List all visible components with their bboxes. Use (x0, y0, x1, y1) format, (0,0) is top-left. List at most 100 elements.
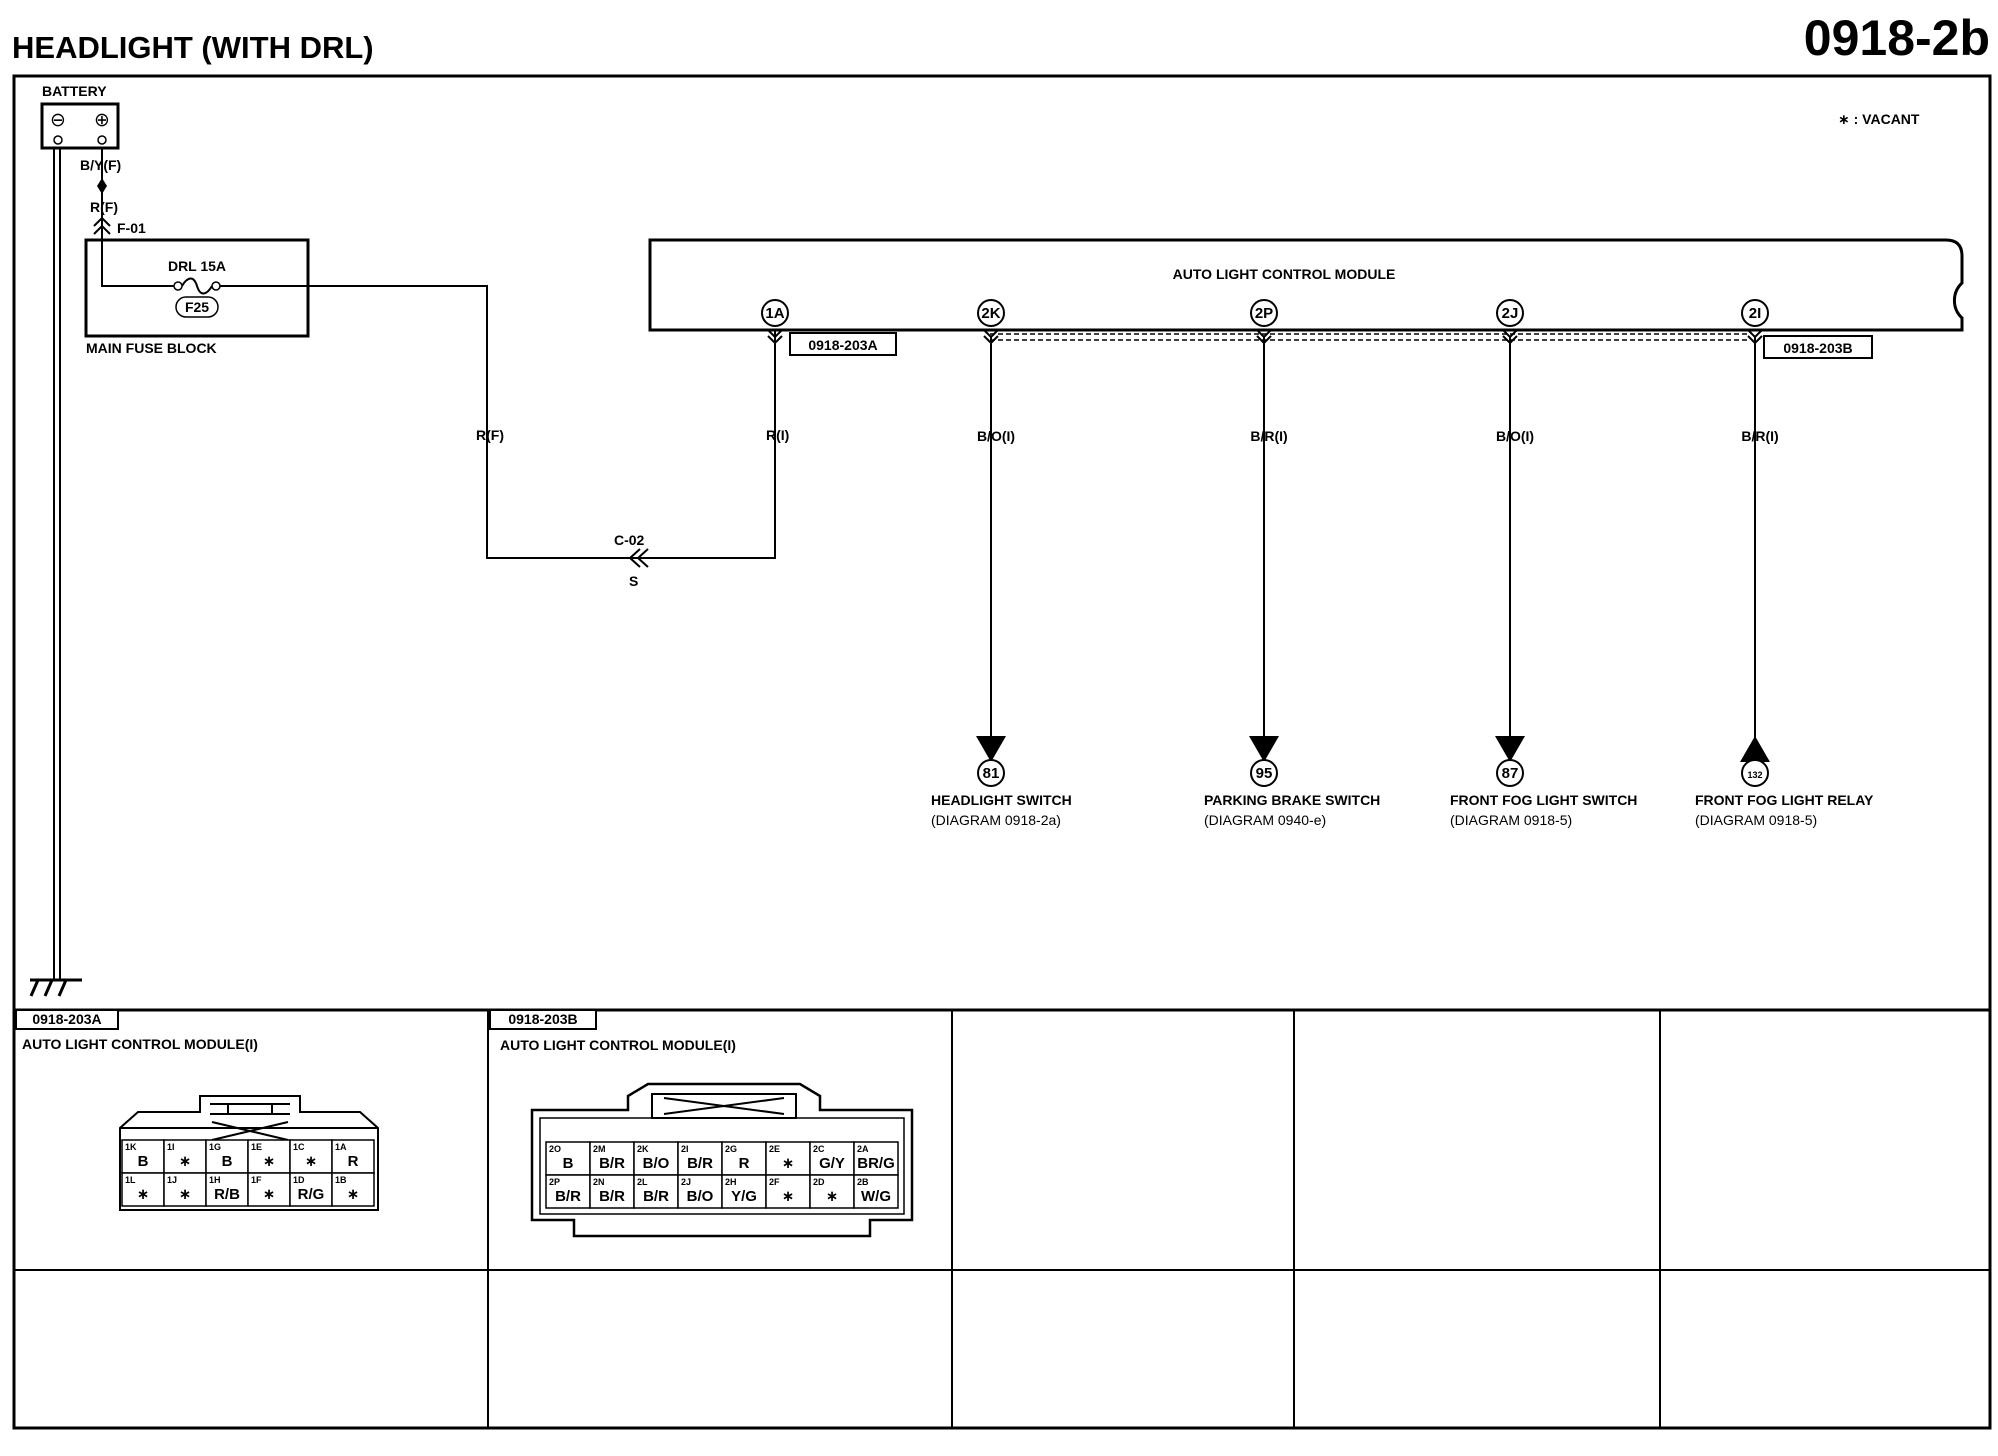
pin-id: 1B (335, 1175, 347, 1185)
fuse-id: F25 (185, 299, 209, 315)
terminal-1a: 1A (761, 299, 789, 345)
pin-badge (1496, 299, 1524, 327)
page-title: HEADLIGHT (WITH DRL) (12, 30, 374, 65)
pin-id: 2H (725, 1177, 737, 1187)
feed-wire (308, 285, 776, 559)
connector-c02-label: C-02 (614, 532, 645, 548)
target-name: FRONT FOG LIGHT SWITCH (1450, 792, 1637, 808)
pin-color: ∗ (782, 1155, 795, 1172)
target-diagram: (DIAGRAM 0940-e) (1204, 812, 1326, 828)
pin-id: 2F (769, 1177, 780, 1187)
target-name: PARKING BRAKE SWITCH (1204, 792, 1380, 808)
pin-cell: 2NB/R (589, 1174, 635, 1209)
pin-color: W/G (861, 1188, 891, 1205)
pin-id: 2A (857, 1144, 869, 1154)
pin-id: 2O (549, 1144, 561, 1154)
pin-id: 2D (813, 1177, 825, 1187)
pin-cell: 2LB/R (633, 1174, 679, 1209)
connector-view-203a-tag: 0918-203A (32, 1011, 101, 1027)
arrow-down-icon (1249, 736, 1279, 762)
pin-cell: 2IB/R (677, 1141, 723, 1176)
arrow-up-icon (1740, 736, 1770, 762)
connector-c02-icon (628, 548, 649, 568)
pin-id: 1D (293, 1175, 305, 1185)
ref-tag-203b-label: 0918-203B (1783, 340, 1852, 356)
pin-cell: 1J∗ (163, 1172, 207, 1207)
connector-latch-203a (210, 1103, 290, 1141)
pin-color: B (222, 1153, 233, 1170)
pin-color: ∗ (347, 1186, 360, 1203)
pin-cell: 1C∗ (289, 1139, 333, 1174)
pin-color: R (348, 1153, 359, 1170)
wire-label: B/O(I) (1496, 428, 1534, 444)
battery-feed: B/Y(F) R(F) F-01 (80, 148, 146, 240)
diagram-frame (12, 74, 1992, 1430)
pin-color: R (739, 1155, 750, 1172)
pin-color: B/R (599, 1188, 625, 1205)
arrow-down-icon (1495, 736, 1525, 762)
pin-id: 2B (857, 1177, 869, 1187)
pin-id: 2M (593, 1144, 606, 1154)
connector-chevron-icon (93, 216, 111, 235)
pin-color: ∗ (782, 1188, 795, 1205)
pin-cell: 2HY/G (721, 1174, 767, 1209)
pin-cell: 1KB (121, 1139, 165, 1174)
battery-pos-icon: ⊕ (94, 110, 110, 131)
battery-label: BATTERY (42, 83, 107, 99)
pin-id: 1G (209, 1142, 221, 1152)
pin-color: ∗ (179, 1186, 192, 1203)
pin-color: ∗ (137, 1186, 150, 1203)
connector-view-grid (14, 1010, 1990, 1428)
pin-label: 2I (1749, 305, 1762, 322)
connector-view-203b: 0918-203B AUTO LIGHT CONTROL MODULE(I) 2… (489, 1009, 914, 1238)
pin-id: 1E (251, 1142, 262, 1152)
connector-c02-sub: S (629, 573, 638, 589)
pin-color: ∗ (263, 1186, 276, 1203)
pin-id: 1H (209, 1175, 221, 1185)
ref-tag-203b: 0918-203B (1763, 335, 1873, 359)
pin-cell: 1I∗ (163, 1139, 207, 1174)
pin-cell: 1AR (331, 1139, 375, 1174)
connector-latch-203b (651, 1093, 797, 1119)
module-label: AUTO LIGHT CONTROL MODULE (1173, 266, 1396, 282)
pin-id: 2E (769, 1144, 780, 1154)
pin-cell: 1GB (205, 1139, 249, 1174)
wire-label: B/R(I) (1250, 428, 1287, 444)
main-fuse-block: DRL 15A F25 MAIN FUSE BLOCK (84, 238, 310, 356)
pin-color: B/R (599, 1155, 625, 1172)
pin-color: ∗ (263, 1153, 276, 1170)
pin-color: B (563, 1155, 574, 1172)
pin-label: 2P (1255, 305, 1273, 322)
pin-id: 2I (681, 1144, 689, 1154)
fuse-element-icon (101, 240, 308, 295)
pin-id: 1I (167, 1142, 175, 1152)
arrow-down-icon (976, 736, 1006, 762)
ref-tag-203a: 0918-203A (789, 332, 897, 356)
fuse-block-label: MAIN FUSE BLOCK (86, 340, 217, 356)
target-badge (977, 759, 1005, 787)
ref-tag-203a-label: 0918-203A (808, 337, 877, 353)
pin-label: 2J (1502, 305, 1519, 322)
pin-color: BR/G (857, 1155, 895, 1172)
target-number: 87 (1502, 765, 1519, 782)
pin-cell: 1F∗ (247, 1172, 291, 1207)
wire-label-r-f-top: R(F) (90, 199, 118, 215)
connector-view-203b-name: AUTO LIGHT CONTROL MODULE(I) (500, 1037, 736, 1053)
vacant-note: ∗ : VACANT (1838, 111, 1920, 127)
pin-cell: 2F∗ (765, 1174, 811, 1209)
pin-cell: 2OB (545, 1141, 591, 1176)
fuse-id-badge (175, 296, 219, 318)
pin-id: 1F (251, 1175, 262, 1185)
pin-color: B/R (555, 1188, 581, 1205)
auto-light-control-module: AUTO LIGHT CONTROL MODULE (648, 238, 1964, 332)
target-number: 95 (1256, 765, 1273, 782)
pin-badge (761, 299, 789, 327)
pin-cell: 1E∗ (247, 1139, 291, 1174)
pin-id: 2N (593, 1177, 605, 1187)
ground-wire (53, 148, 61, 980)
connector-view-203a-name: AUTO LIGHT CONTROL MODULE(I) (22, 1036, 258, 1052)
